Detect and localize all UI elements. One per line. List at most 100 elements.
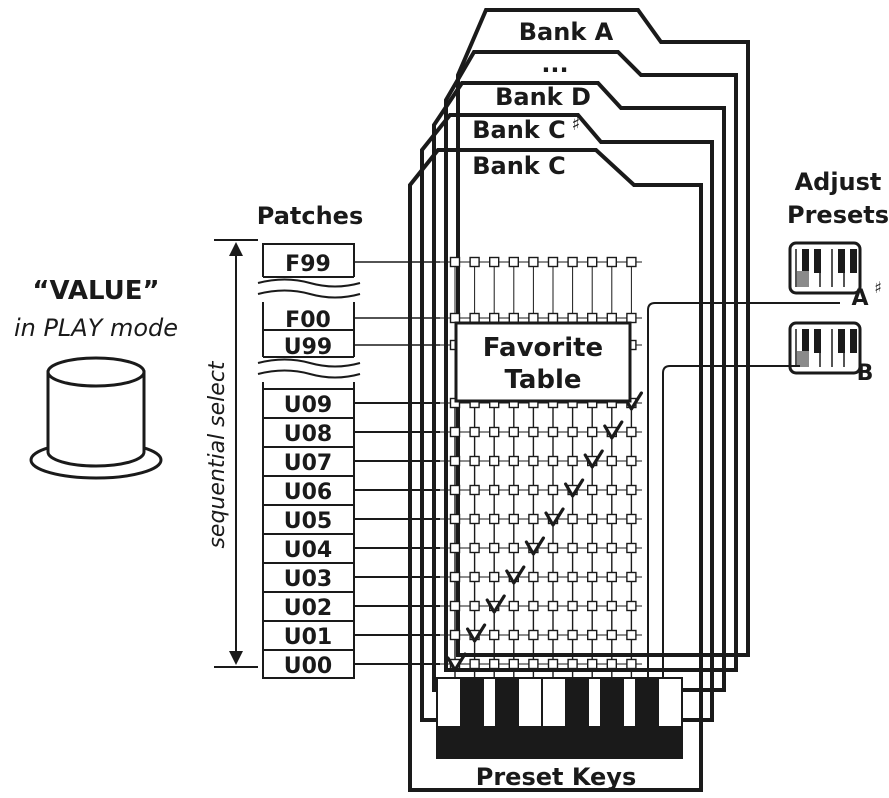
grid-cell [449, 256, 461, 268]
preset-b-key-label: B [857, 361, 874, 386]
grid-cell [508, 312, 519, 324]
grid-cell [567, 600, 578, 612]
grid-cell [606, 629, 617, 641]
grid-cell [528, 629, 539, 641]
white-key-lower [508, 726, 541, 757]
grid-cell [528, 600, 539, 612]
grid-cell [489, 571, 500, 583]
grid-cell [547, 629, 559, 641]
grid-cell [567, 542, 578, 554]
grid-cell [567, 658, 578, 670]
mini-black-key [850, 249, 857, 273]
grid-cell [469, 513, 480, 525]
white-key-lower [613, 726, 646, 757]
mini-black-key [802, 329, 809, 353]
patch-label-f00: F00 [285, 308, 331, 333]
grid-cell [547, 256, 559, 268]
grid-cell [547, 455, 559, 467]
knob-title: “VALUE” [32, 276, 159, 306]
grid-cell [587, 571, 598, 583]
grid-cell [469, 571, 480, 583]
grid-cell [547, 542, 559, 554]
grid-cell [626, 513, 637, 525]
grid-cell [489, 256, 500, 268]
grid-cell [567, 513, 578, 525]
patch-label-u03: U03 [284, 567, 332, 592]
patch-label-u08: U08 [284, 422, 332, 447]
bank-c-label: Bank C [472, 152, 566, 180]
patch-label-u02: U02 [284, 596, 332, 621]
bank-sheet-c [408, 148, 703, 792]
grid-cell [528, 256, 539, 268]
grid-cell [469, 542, 480, 554]
adjust-presets: Adjust Presets A ♯ B [787, 168, 889, 386]
bank-sheet-c-sharp [420, 113, 714, 722]
mini-grey-key [797, 271, 809, 287]
grid-cell [587, 513, 598, 525]
grid-cell [449, 571, 461, 583]
bank-c-sharp-label: Bank C [472, 116, 566, 144]
grid-cell [449, 455, 461, 467]
grid-cell [626, 629, 637, 641]
mini-black-key [838, 249, 845, 273]
grid-cell [587, 629, 598, 641]
black-key [635, 678, 659, 726]
preset-b-connector [662, 365, 800, 678]
white-key-lower [438, 726, 471, 757]
grid-cell [528, 658, 539, 670]
patch-label-u00: U00 [284, 654, 332, 679]
grid-cell [449, 542, 461, 554]
grid-cell [547, 312, 559, 324]
patch-label-f99: F99 [285, 252, 331, 277]
favorite-table-box [454, 321, 632, 403]
patch-label-u06: U06 [284, 480, 332, 505]
grid-cell [469, 658, 480, 670]
black-key [460, 678, 484, 726]
grid-cell [469, 312, 480, 324]
grid-cell [508, 484, 519, 496]
preset-b-button[interactable] [788, 321, 862, 375]
grid-cell [567, 571, 578, 583]
grid-cell [489, 484, 500, 496]
grid-cell [489, 455, 500, 467]
adjust-presets-line1: Adjust [795, 168, 882, 196]
mini-black-key [814, 249, 821, 273]
grid-check-mark [505, 565, 526, 585]
grid-cell [606, 542, 617, 554]
mini-black-key [838, 329, 845, 353]
grid-cell [489, 513, 500, 525]
grid-cell [449, 312, 461, 324]
bank-a-label: Bank A [519, 18, 614, 46]
grid-check-mark [446, 652, 467, 672]
mini-black-key [802, 249, 809, 273]
white-key-lower [648, 726, 681, 757]
grid-cell [469, 484, 480, 496]
grid-cell [587, 256, 598, 268]
grid-cell [606, 484, 617, 496]
grid-cell [528, 571, 539, 583]
preset-a-connector [647, 302, 840, 678]
patches-box [262, 243, 355, 679]
grid-cell [626, 455, 637, 467]
mini-black-key [850, 329, 857, 353]
grid-check-mark [485, 594, 506, 614]
grid-cell [626, 542, 637, 554]
preset-a-button[interactable] [788, 241, 862, 295]
grid-cell [567, 426, 578, 438]
white-key-lower [543, 726, 576, 757]
favorite-table: Favorite Table [454, 321, 632, 403]
grid-cell [626, 600, 637, 612]
grid-cell [626, 658, 637, 670]
grid-cell [587, 484, 598, 496]
grid-cell [508, 455, 519, 467]
grid-cell [508, 629, 519, 641]
patch-label-u04: U04 [284, 538, 332, 563]
grid-cell [508, 600, 519, 612]
preset-keys-label: Preset Keys [476, 763, 636, 791]
patch-label-u07: U07 [284, 451, 332, 476]
grid-cell [489, 629, 500, 641]
grid-cell [508, 513, 519, 525]
favorite-table-line2: Table [504, 365, 581, 395]
grid-cell [449, 600, 461, 612]
